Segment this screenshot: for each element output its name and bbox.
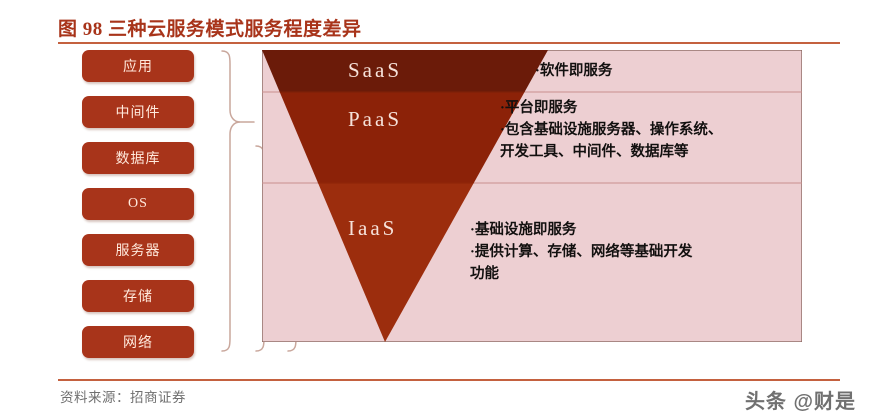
band-saas — [262, 50, 548, 92]
description-paas: ·平台即服务 ·包含基础设施服务器、操作系统、 开发工具、中间件、数据库等 — [500, 100, 723, 161]
footer-divider — [58, 379, 840, 381]
stack-item-os[interactable]: OS — [82, 188, 194, 220]
stack-item-server[interactable]: 服务器 — [82, 234, 194, 266]
description-saas: ·软件即服务 — [535, 63, 613, 79]
stack-item-network[interactable]: 网络 — [82, 326, 194, 358]
page-title: 图 98 三种云服务模式服务程度差异 — [58, 19, 362, 40]
stack-item-application[interactable]: 应用 — [82, 50, 194, 82]
funnel-diagram — [262, 50, 802, 342]
stack-item-storage[interactable]: 存储 — [82, 280, 194, 312]
stack-item-middleware[interactable]: 中间件 — [82, 96, 194, 128]
description-iaas: ·基础设施即服务 ·提供计算、存储、网络等基础开发 功能 — [470, 222, 693, 283]
component-stack: 应用 中间件 数据库 OS 服务器 存储 网络 — [82, 50, 194, 358]
title-divider — [58, 42, 840, 44]
watermark: 头条 @财是 — [744, 391, 856, 413]
stack-item-database[interactable]: 数据库 — [82, 142, 194, 174]
source-note: 资料来源：招商证券 — [60, 390, 186, 405]
